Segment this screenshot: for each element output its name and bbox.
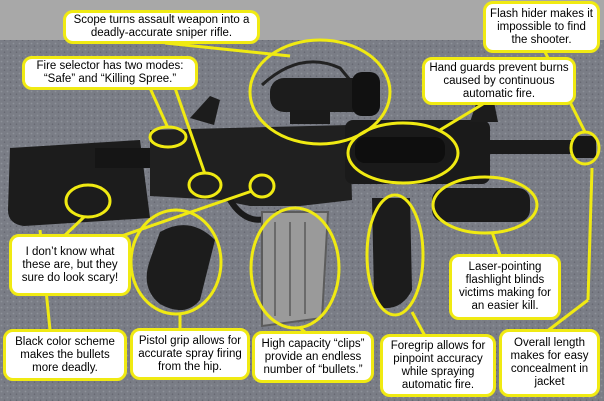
callout-foregrip-text: Foregrip allows for pinpoint accuracy wh… [390,339,486,391]
callout-laser-flashlight: Laser-pointing flashlight blinds victims… [449,254,561,320]
callout-unknown-parts-text: I don’t know what these are, but they su… [21,245,119,284]
scope [260,60,380,124]
receiver [150,125,352,206]
foregrip [372,198,412,309]
callout-flash-hider: Flash hider makes it impossible to find … [483,1,600,53]
callout-foregrip: Foregrip allows for pinpoint accuracy wh… [380,334,496,397]
highlight-circles [64,38,601,330]
callout-unknown-parts: I don’t know what these are, but they su… [9,234,131,296]
callout-scope: Scope turns assault weapon into a deadly… [63,10,260,44]
rear-sight [190,96,220,125]
flash-hider [572,136,596,158]
callout-scope-text: Scope turns assault weapon into a deadly… [73,14,250,39]
magazine-ribs [274,222,306,316]
pistol-grip [146,225,215,311]
callout-fire-selector-text: Fire selector has two modes: “Safe” and … [36,60,184,85]
callout-clips-text: High capacity “clips” provide an endless… [261,337,365,376]
callout-black-color-text: Black color scheme makes the bullets mor… [15,335,115,374]
flashlight [432,188,530,222]
callout-flash-hider-text: Flash hider makes it impossible to find … [490,7,593,46]
callout-pistol-grip: Pistol grip allows for accurate spray fi… [130,328,250,380]
callout-overall-length: Overall length makes for easy concealmen… [499,329,600,397]
barrel [488,140,578,154]
callout-pistol-grip-text: Pistol grip allows for accurate spray fi… [138,334,242,373]
callout-laser-flashlight-text: Laser-pointing flashlight blinds victims… [458,261,552,312]
callout-hand-guards-text: Hand guards prevent burns caused by cont… [429,61,569,100]
callout-clips: High capacity “clips” provide an endless… [252,331,374,383]
callout-overall-length-text: Overall length makes for easy concealmen… [510,337,589,388]
callout-hand-guards: Hand guards prevent burns caused by cont… [422,57,576,105]
callout-black-color: Black color scheme makes the bullets mor… [3,329,127,381]
callout-fire-selector: Fire selector has two modes: “Safe” and … [22,56,198,90]
magazine [261,211,330,328]
grip-panel [355,137,445,163]
